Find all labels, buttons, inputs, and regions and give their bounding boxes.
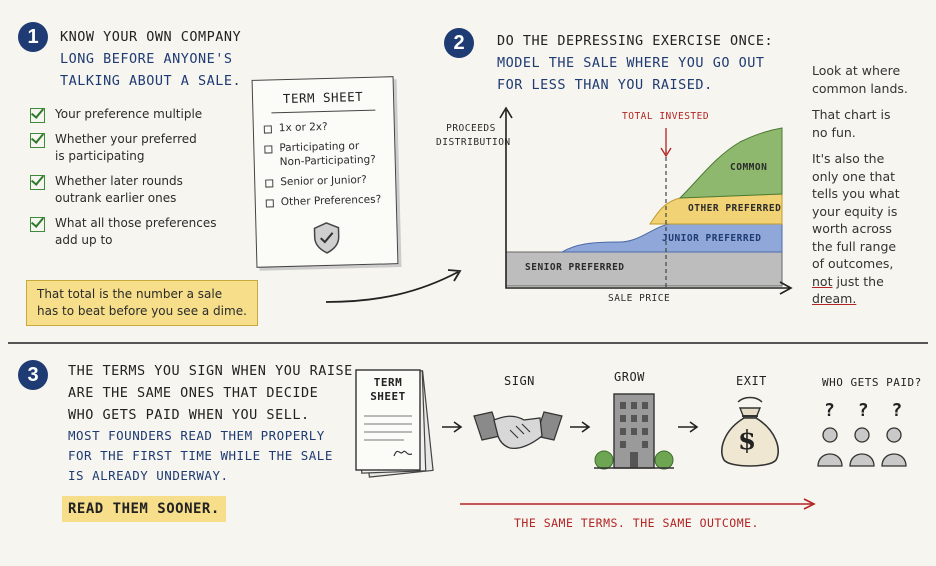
flow-step-who-gets-paid: Who gets paid? — [822, 376, 922, 389]
check-item: Whether your preferred is participating — [30, 131, 235, 165]
handshake-icon — [473, 411, 563, 450]
term-sheet-doc-icon — [355, 369, 434, 478]
flow-step-grow: Grow — [614, 370, 645, 384]
section-divider — [8, 342, 928, 344]
question-marks: ? ? ? — [824, 400, 903, 421]
chart-xlabel: Sale price — [608, 293, 671, 304]
dollar-sign: $ — [738, 426, 757, 456]
term-sheet-item: Participating or Non-Participating? — [264, 138, 385, 169]
long-red-arrow-icon — [460, 498, 816, 510]
area-common — [678, 127, 783, 199]
shield-check-icon — [313, 222, 340, 254]
checkbox-checked-icon — [30, 217, 45, 232]
flow-footer: The same terms. The same outcome. — [514, 516, 759, 530]
section3-subtitle: Most founders read them properly for the… — [68, 428, 333, 483]
section2-title: Do the depressing exercise once: — [497, 33, 774, 49]
section1-callout: That total is the number a sale has to b… — [26, 280, 258, 326]
arrow-right-icon — [678, 421, 699, 433]
curved-arrow-icon — [325, 269, 462, 303]
check-item: Whether later rounds outrank earlier one… — [30, 173, 235, 207]
doc-title: Term Sheet — [370, 376, 406, 403]
term-sheet-item: Senior or Junior? — [265, 172, 385, 189]
building-icon — [594, 393, 674, 470]
flow-step-sign: Sign — [504, 374, 535, 388]
section3-title: The terms you sign when you raise are th… — [68, 363, 353, 423]
term-sheet-item: Other Preferences? — [265, 192, 386, 209]
arrow-right-icon — [442, 421, 463, 433]
arrow-right-icon — [570, 421, 591, 433]
chart-ylabel: Proceeds distribution — [436, 123, 511, 148]
check-item: Your preference multiple — [30, 106, 235, 123]
section3-callout: Read them sooner. — [62, 496, 226, 522]
check-item: What all those preferences add up to — [30, 215, 235, 249]
checklist: Your preference multiple Whether your pr… — [30, 106, 235, 257]
series-label-common: Common — [730, 162, 768, 173]
flow-step-exit: Exit — [736, 374, 767, 388]
checkbox-checked-icon — [30, 175, 45, 190]
term-sheet-item: 1x or 2x? — [263, 118, 384, 135]
annotation-total-invested: Total invested — [622, 111, 710, 122]
step-number-3: 3 — [18, 360, 48, 390]
checkbox-checked-icon — [30, 108, 45, 123]
series-label-junior-preferred: Junior Preferred — [662, 233, 762, 244]
term-sheet-card: Term Sheet 1x or 2x? Participating or No… — [251, 76, 399, 268]
term-sheet-title: Term Sheet — [282, 88, 364, 107]
people-icon — [817, 427, 907, 467]
checkbox-checked-icon — [30, 133, 45, 148]
proceeds-chart — [499, 106, 793, 295]
step-number-2: 2 — [444, 28, 474, 58]
series-label-senior-preferred: Senior Preferred — [525, 262, 625, 273]
step-number-1: 1 — [18, 22, 48, 52]
section1-title: Know your own company — [60, 29, 242, 45]
series-label-other-preferred: Other Preferred — [688, 203, 782, 214]
side-note: Look at where common lands. That chart i… — [812, 63, 908, 306]
money-bag-icon — [720, 396, 780, 467]
section1-subtitle: Long before anyone's talking about a sal… — [60, 51, 242, 89]
section2-subtitle: Model the sale where you go out for less… — [497, 55, 765, 93]
